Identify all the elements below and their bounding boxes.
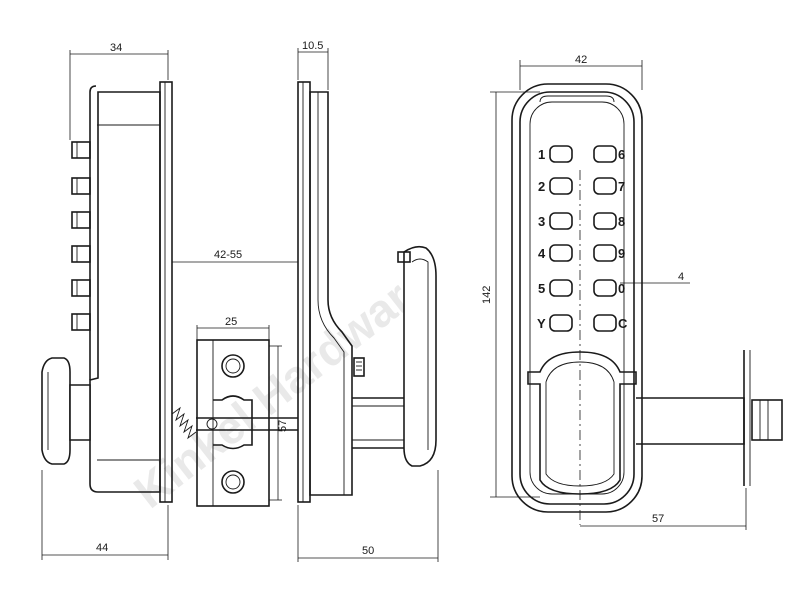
latch-plate	[196, 339, 270, 507]
side-view-lock-body	[41, 81, 173, 503]
handle-side-view	[297, 81, 437, 503]
key-8-button[interactable]	[593, 212, 617, 230]
key-2-button[interactable]	[549, 177, 573, 195]
dim-door-thickness: 42-55	[172, 249, 298, 263]
dim-label-4: 4	[678, 271, 684, 283]
dim-side-depth: 34	[69, 42, 169, 140]
dim-handle-projection: 50	[297, 470, 439, 562]
dim-label-backset-57: 57	[652, 513, 664, 525]
key-9-button[interactable]	[593, 244, 617, 262]
dim-label-50: 50	[362, 545, 374, 557]
dim-side-bottom: 44	[41, 470, 169, 560]
key-label-3: 3	[538, 214, 545, 229]
dim-label-34: 34	[110, 42, 122, 54]
key-6-button[interactable]	[593, 145, 617, 163]
side-knob	[41, 357, 91, 465]
key-7-button[interactable]	[593, 177, 617, 195]
dim-front-width: 42	[519, 54, 643, 90]
key-label-2: 2	[538, 179, 545, 194]
key-label-c: C	[618, 316, 628, 331]
key-label-1: 1	[538, 147, 545, 162]
side-keys	[71, 141, 91, 331]
key-label-7: 7	[618, 179, 625, 194]
latch-spring	[171, 406, 298, 440]
key-c-button[interactable]	[593, 314, 617, 332]
key-label-0: 0	[618, 281, 625, 296]
key-y-button[interactable]	[549, 314, 573, 332]
dim-latch-height: 57	[269, 345, 289, 501]
key-label-6: 6	[618, 147, 625, 162]
dim-latch-width: 25	[196, 316, 270, 340]
key-label-4: 4	[538, 246, 546, 261]
dim-label-142: 142	[481, 286, 493, 304]
dim-label-latch-57: 57	[277, 420, 289, 432]
key-label-8: 8	[618, 214, 625, 229]
dim-label-25: 25	[225, 316, 237, 328]
key-label-y: Y	[537, 316, 546, 331]
key-1-button[interactable]	[549, 145, 573, 163]
key-4-button[interactable]	[549, 244, 573, 262]
dim-label-42-55: 42-55	[214, 249, 242, 261]
front-view	[511, 83, 783, 525]
key-3-button[interactable]	[549, 212, 573, 230]
key-label-5: 5	[538, 281, 545, 296]
dim-front-height: 142	[481, 91, 540, 498]
dim-key-projection: 4	[620, 271, 690, 284]
dim-label-44: 44	[96, 542, 108, 554]
dim-label-10-5: 10.5	[302, 40, 323, 52]
dim-label-42: 42	[575, 54, 587, 66]
key-0-button[interactable]	[593, 279, 617, 297]
key-label-9: 9	[618, 246, 625, 261]
keypad: 1 2 3 4 5 Y 6 7 8 9 0 C	[537, 145, 628, 332]
key-5-button[interactable]	[549, 279, 573, 297]
dim-faceplate-thickness: 10.5	[297, 40, 329, 90]
dim-backset: 57	[580, 488, 747, 530]
